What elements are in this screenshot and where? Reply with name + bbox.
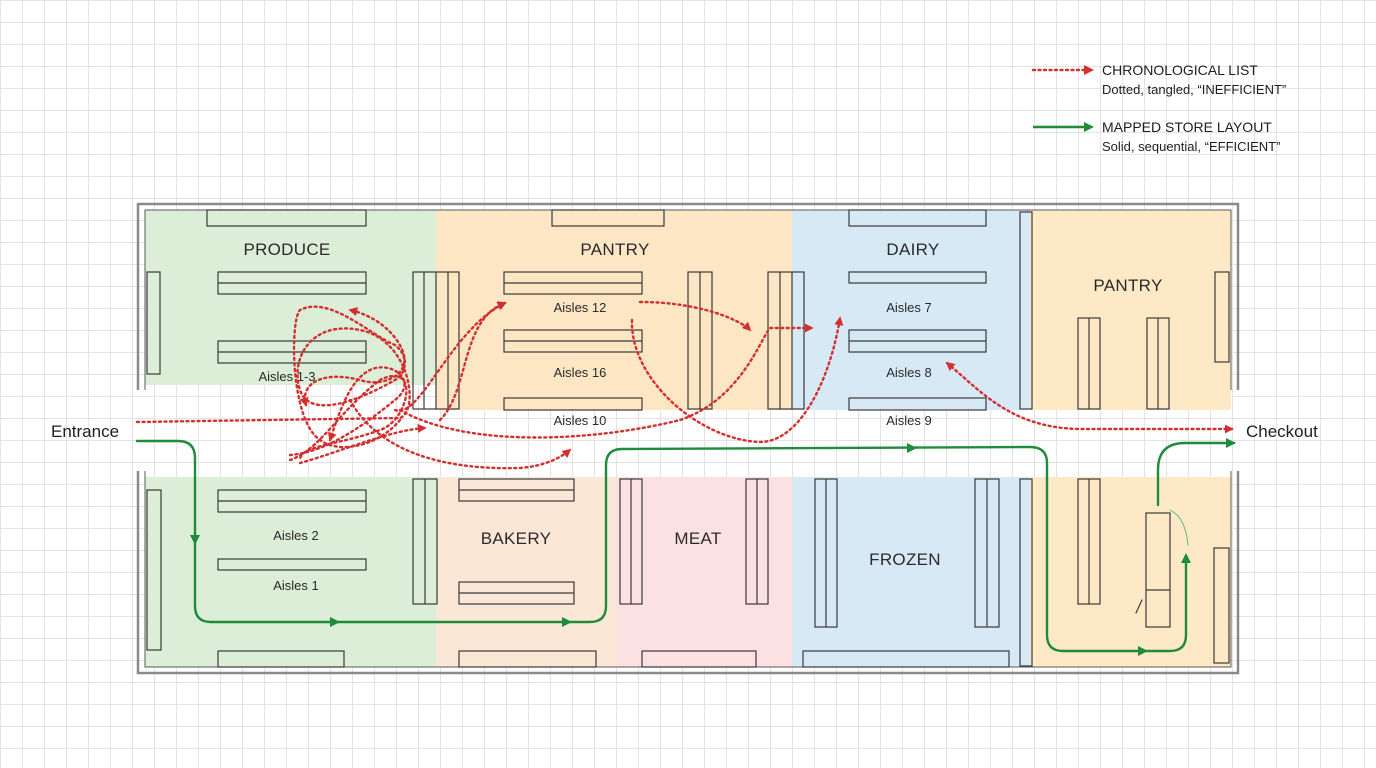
dept-label-frozen: FROZEN xyxy=(869,550,941,569)
legend: CHRONOLOGICAL LIST Dotted, tangled, “INE… xyxy=(1031,62,1286,154)
aisle-label-7: Aisles 7 xyxy=(886,300,932,315)
legend-chronological-title: CHRONOLOGICAL LIST xyxy=(1102,62,1258,78)
chronological-route xyxy=(135,300,1234,470)
aisle-label-1: Aisles 1 xyxy=(273,578,319,593)
mapped-route xyxy=(135,439,1236,653)
zone-produce-bottom xyxy=(145,477,436,667)
checkout-label: Checkout xyxy=(1246,422,1318,441)
zone-produce xyxy=(145,210,436,385)
zone-bakery xyxy=(436,477,616,667)
aisle-label-10: Aisles 10 xyxy=(554,413,607,428)
legend-chronological-subtitle: Dotted, tangled, “INEFFICIENT” xyxy=(1102,82,1286,97)
store-walls xyxy=(136,202,1240,675)
shelving xyxy=(146,209,1230,668)
aisle-label-9: Aisles 9 xyxy=(886,413,932,428)
dept-label-meat: MEAT xyxy=(674,529,721,548)
aisle-label-8: Aisles 8 xyxy=(886,365,932,380)
dept-label-produce: PRODUCE xyxy=(243,240,330,259)
dept-label-dairy: DAIRY xyxy=(886,240,939,259)
zone-pantry-right xyxy=(1030,210,1231,410)
entrance-label: Entrance xyxy=(51,422,119,441)
aisle-label-2: Aisles 2 xyxy=(273,528,319,543)
legend-mapped-subtitle: Solid, sequential, “EFFICIENT” xyxy=(1102,139,1280,154)
zone-meat xyxy=(616,477,792,667)
zone-pantry-top xyxy=(436,210,792,410)
aisle-label-1-3: Aisles 1-3 xyxy=(258,369,315,384)
dept-label-pantry-right: PANTRY xyxy=(1093,276,1162,295)
aisle-label-12: Aisles 12 xyxy=(554,300,607,315)
legend-mapped-title: MAPPED STORE LAYOUT xyxy=(1102,119,1272,135)
dept-label-pantry: PANTRY xyxy=(580,240,649,259)
mapped-route-arrows xyxy=(190,438,1236,656)
zone-checkout-area xyxy=(1030,477,1231,667)
aisle-label-16: Aisles 16 xyxy=(554,365,607,380)
dept-label-bakery: BAKERY xyxy=(481,529,551,548)
zone-frozen xyxy=(792,477,1030,667)
